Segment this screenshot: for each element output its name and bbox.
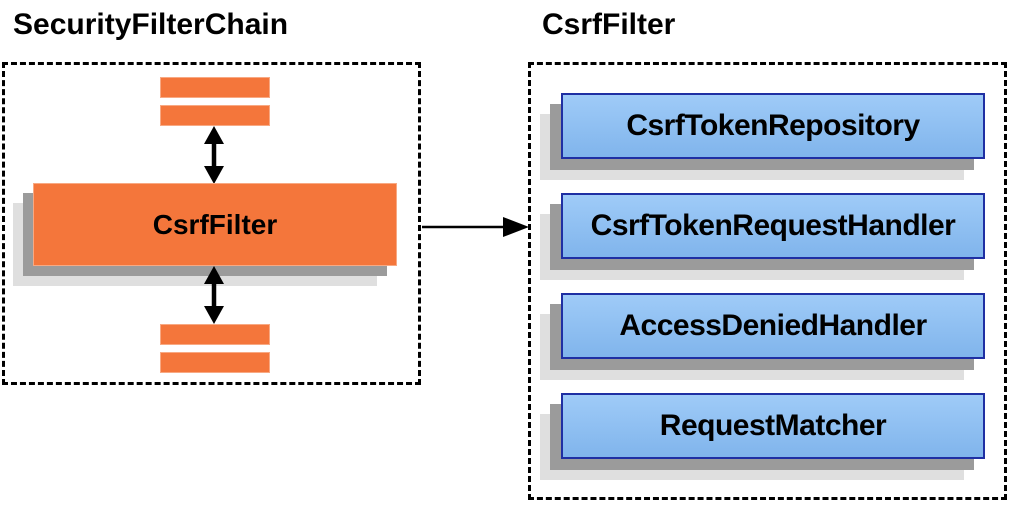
component-access-denied-handler: AccessDeniedHandler <box>561 293 985 359</box>
csrf-filter-components-container: CsrfTokenRepository CsrfTokenRequestHand… <box>528 62 1007 500</box>
component-request-matcher: RequestMatcher <box>561 393 985 459</box>
security-filter-chain-container: CsrfFilter <box>2 62 421 385</box>
component-csrf-token-request-handler: CsrfTokenRequestHandler <box>561 193 985 259</box>
bidirectional-arrow-icon <box>204 126 224 184</box>
filter-placeholder-bar <box>160 324 270 345</box>
right-panel-title: CsrfFilter <box>542 8 676 41</box>
filter-placeholder-bar <box>160 77 270 98</box>
csrf-filter-node-label: CsrfFilter <box>152 208 278 240</box>
arrowhead-down <box>204 166 224 184</box>
filter-placeholder-bar <box>160 105 270 126</box>
csrf-filter-node: CsrfFilter <box>33 183 397 266</box>
right-arrow-icon <box>422 217 529 237</box>
component-label: RequestMatcher <box>659 409 887 442</box>
arrowhead-right <box>503 217 529 237</box>
arrowhead-up <box>204 126 224 144</box>
component-label: AccessDeniedHandler <box>619 309 927 342</box>
filter-placeholder-bar <box>160 352 270 373</box>
component-csrf-token-repository: CsrfTokenRepository <box>561 93 985 159</box>
arrowhead-down <box>204 306 224 324</box>
bidirectional-arrow-icon <box>204 266 224 324</box>
component-label: CsrfTokenRepository <box>626 109 920 142</box>
left-panel-title: SecurityFilterChain <box>13 8 289 41</box>
component-label: CsrfTokenRequestHandler <box>590 209 956 242</box>
arrowhead-up <box>204 266 224 284</box>
